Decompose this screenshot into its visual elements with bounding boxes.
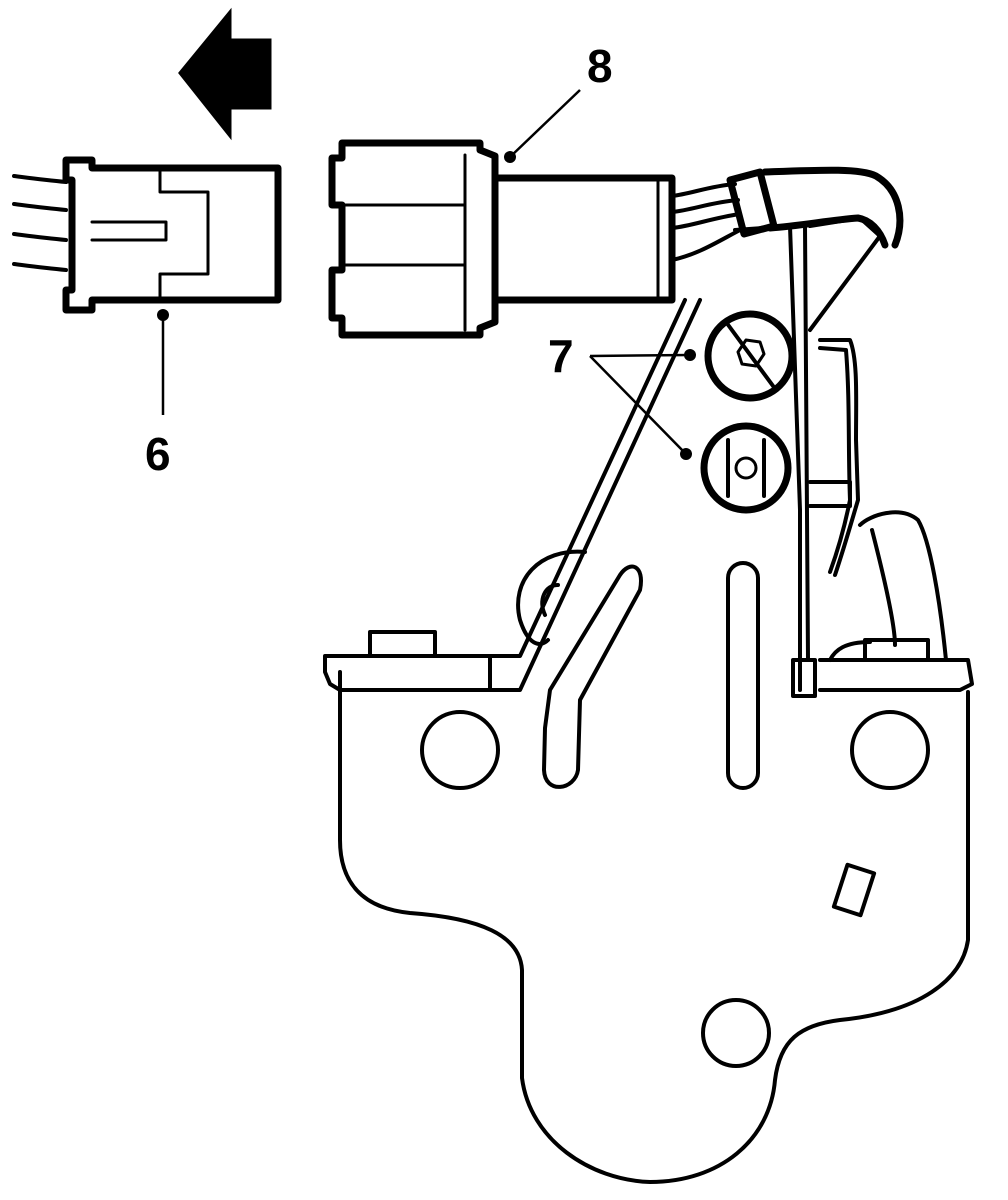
switch-connector xyxy=(328,139,904,339)
callout-7: 7 xyxy=(548,330,574,382)
direction-arrow-icon xyxy=(178,7,272,141)
callout-6: 6 xyxy=(145,428,171,480)
leader-lines xyxy=(157,89,696,460)
wiring-connector xyxy=(12,156,282,314)
latch-body xyxy=(323,216,974,1184)
bolt-lower xyxy=(700,422,792,514)
callout-8: 8 xyxy=(587,40,613,92)
bolt-upper xyxy=(704,310,796,402)
